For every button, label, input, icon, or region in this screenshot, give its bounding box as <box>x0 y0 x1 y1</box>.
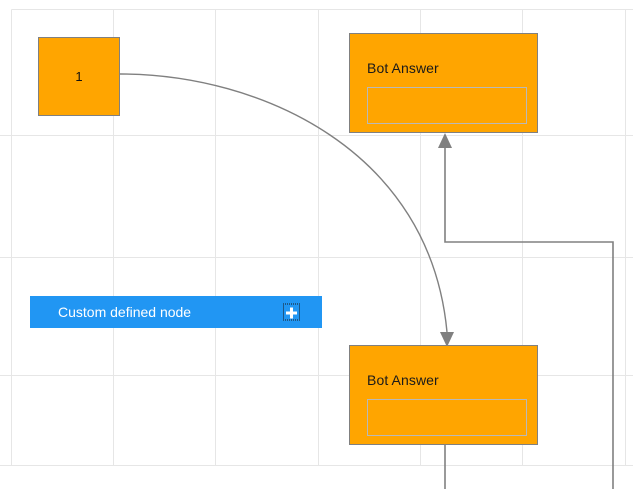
bot-answer-node-bottom-slot[interactable] <box>367 399 527 436</box>
start-node-label: 1 <box>75 69 83 84</box>
start-node[interactable]: 1 <box>38 37 120 116</box>
plus-icon-vertical-bar <box>290 307 293 319</box>
bot-answer-node-bottom-title: Bot Answer <box>367 372 439 388</box>
custom-defined-node-label: Custom defined node <box>58 304 192 320</box>
custom-defined-node-button[interactable]: Custom defined node <box>30 296 322 328</box>
bot-answer-node-top-slot[interactable] <box>367 87 527 124</box>
bot-answer-node-bottom[interactable]: Bot Answer <box>349 345 538 445</box>
bot-answer-node-top-title: Bot Answer <box>367 60 439 76</box>
plus-icon[interactable] <box>283 303 300 321</box>
bot-answer-node-top[interactable]: Bot Answer <box>349 33 538 133</box>
